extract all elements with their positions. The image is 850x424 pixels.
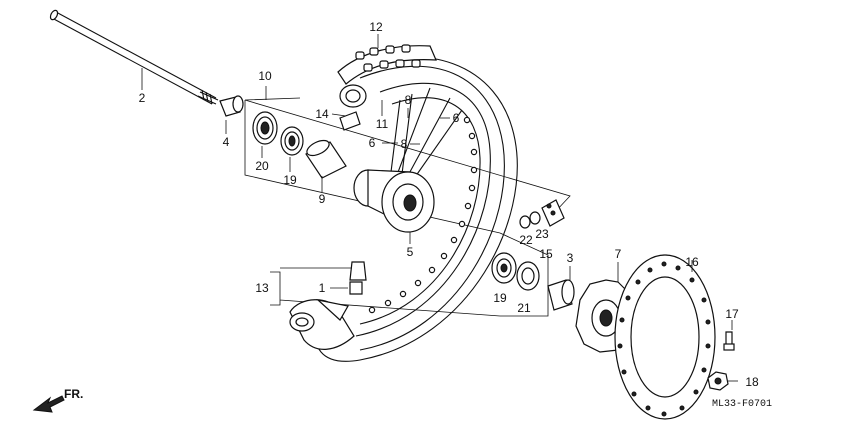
axle-collar	[219, 95, 244, 117]
callout-label: 22	[519, 233, 533, 247]
diagram-code: ML33-F0701	[712, 399, 772, 410]
dust-seal	[516, 261, 540, 291]
callout-label: 3	[567, 251, 574, 265]
callout-label: 12	[369, 20, 383, 34]
callout-label: 20	[255, 159, 269, 173]
callout-label: 19	[283, 173, 297, 187]
side-collar	[547, 279, 575, 311]
callout-label: 17	[725, 307, 739, 321]
wheel-assembly-outline	[270, 232, 549, 317]
callout-label: 11	[376, 117, 389, 131]
callout-label: 19	[493, 291, 507, 305]
callout-label: 13	[255, 281, 269, 295]
callout-label: 9	[319, 192, 326, 206]
callout-label: 10	[258, 69, 272, 83]
bearing-20	[252, 111, 278, 145]
direction-label: FR.	[64, 387, 83, 401]
callout-label: 18	[745, 375, 759, 389]
callout-label: 8	[405, 93, 412, 107]
tire-tread	[337, 44, 437, 85]
rim-spoke-holes	[368, 116, 478, 314]
inner-tube	[339, 84, 367, 131]
callout-label: 5	[407, 245, 414, 259]
rim-lock	[289, 298, 355, 350]
callout-label: 16	[685, 255, 699, 269]
brake-disc	[614, 254, 716, 420]
callout-label: 23	[535, 227, 549, 241]
callout-label: 14	[315, 107, 329, 121]
distance-collar	[305, 139, 347, 179]
bearing-19-lower	[491, 252, 517, 284]
callout-label: 1	[319, 281, 326, 295]
disc-nut	[707, 371, 729, 391]
callout-label: 2	[139, 91, 146, 105]
valve-cap-and-nut	[349, 261, 367, 295]
callout-label: 8	[401, 137, 408, 151]
bearing-19-upper	[280, 126, 304, 156]
axle	[49, 9, 219, 105]
callout-label: 15	[539, 247, 553, 261]
front-direction-indicator	[32, 395, 65, 413]
callout-label: 21	[517, 301, 531, 315]
disc-bolt	[723, 331, 735, 351]
callout-label: 6	[453, 111, 460, 125]
callout-label: 6	[369, 136, 376, 150]
front-wheel-hub	[353, 169, 435, 233]
rim-and-tire	[314, 56, 518, 362]
callout-label: 4	[223, 135, 230, 149]
callout-label: 7	[615, 247, 622, 261]
balance-weights	[519, 199, 565, 229]
